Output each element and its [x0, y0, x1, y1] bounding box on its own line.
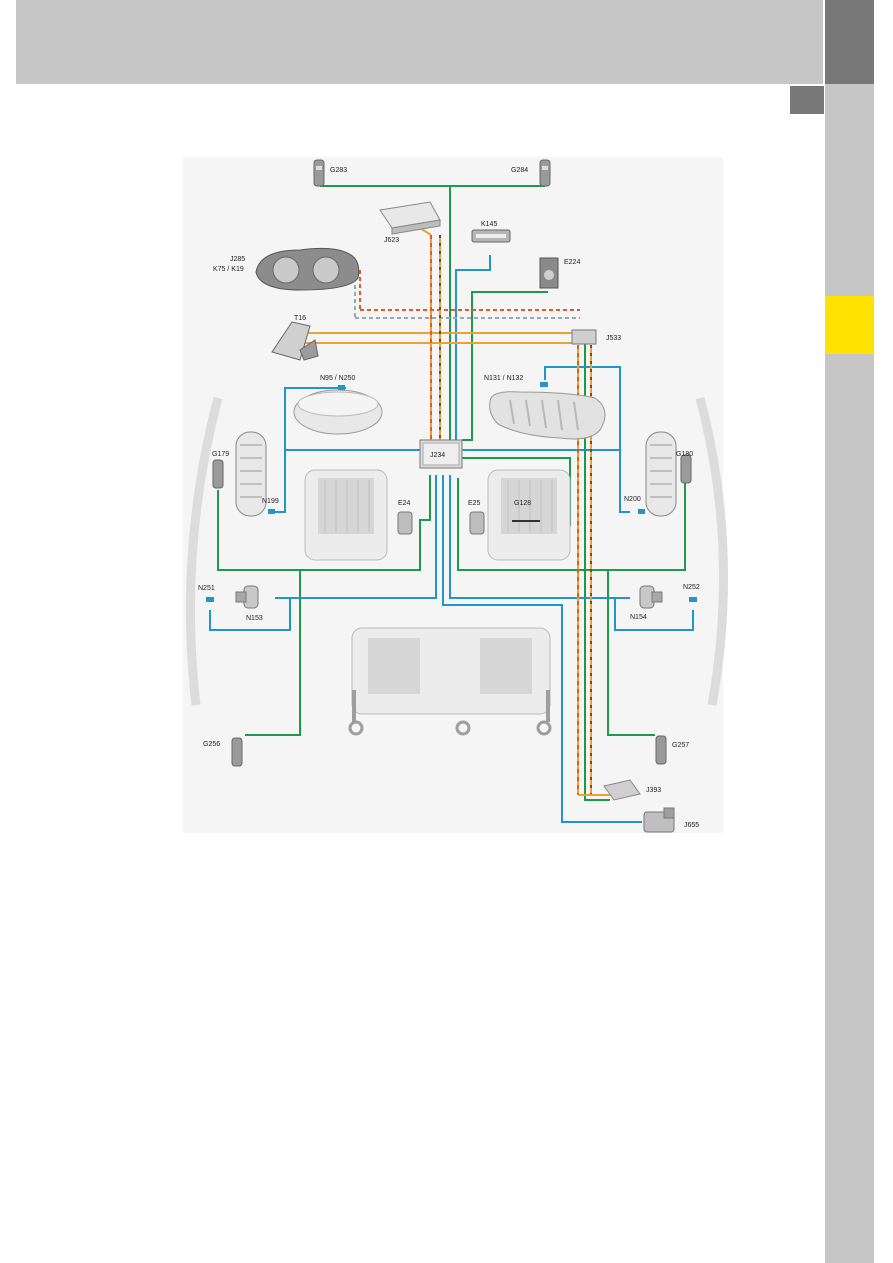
control-unit-j393-icon	[603, 779, 641, 801]
label-n131-n132: N131 / N132	[484, 375, 523, 382]
label-g179: G179	[212, 451, 229, 458]
side-strip	[825, 84, 874, 1263]
label-k145: K145	[481, 221, 497, 228]
label-g284: G284	[511, 167, 528, 174]
label-g256: G256	[203, 741, 220, 748]
rear-seat-bench-icon	[348, 627, 552, 736]
belt-switch-e24-icon	[397, 511, 413, 535]
label-n153: N153	[246, 615, 263, 622]
battery-cutoff-j655-icon	[643, 807, 675, 833]
front-seat-left-icon	[304, 469, 388, 561]
header-bar	[16, 0, 823, 84]
diagnosis-connector-t16-icon	[271, 321, 319, 361]
igniter-connectors	[206, 382, 697, 602]
driver-airbag-n95-icon	[293, 389, 383, 435]
label-e25: E25	[468, 500, 481, 507]
label-n251: N251	[198, 585, 215, 592]
belt-tensioner-n153-icon	[235, 585, 259, 609]
label-t16: T16	[294, 315, 306, 322]
label-n154: N154	[630, 614, 647, 621]
label-e24: E24	[398, 500, 411, 507]
control-unit-j623-icon	[379, 201, 441, 235]
belt-tensioner-n154-icon	[639, 585, 663, 609]
label-g283: G283	[330, 167, 347, 174]
sensor-g179-icon	[212, 459, 224, 489]
label-e224: E224	[564, 259, 580, 266]
belt-switch-e25-icon	[469, 511, 485, 535]
sensor-g257-icon	[655, 735, 667, 765]
label-j393: J393	[646, 787, 661, 794]
label-j623: J623	[384, 237, 399, 244]
wires-blue	[209, 255, 694, 823]
sensor-g284-icon	[539, 159, 551, 187]
sensor-g256-icon	[231, 737, 243, 767]
page-marker	[790, 86, 824, 114]
label-j533: J533	[606, 335, 621, 342]
label-g128: G128	[514, 500, 531, 507]
section-tab-yellow[interactable]	[825, 296, 874, 354]
label-n252: N252	[683, 584, 700, 591]
sensor-g180-icon	[680, 454, 692, 484]
label-j285: J285	[230, 256, 245, 263]
airbag-control-unit-j234-icon	[419, 439, 463, 469]
passenger-airbag-n131-icon	[489, 391, 606, 440]
front-seat-right-icon	[487, 469, 571, 561]
label-n95-n250: N95 / N250	[320, 375, 356, 382]
indicator-k145-icon	[471, 229, 511, 243]
side-airbag-left-icon	[235, 431, 267, 517]
body-outline-right	[695, 396, 728, 706]
wires-green	[217, 185, 686, 801]
label-j655: J655	[684, 822, 699, 829]
label-k75-k19: K75 / K19	[213, 266, 244, 273]
instrument-cluster-j285-icon	[255, 247, 360, 291]
chapter-tab-dark	[825, 0, 874, 84]
side-airbag-right-icon	[645, 431, 677, 517]
label-n200: N200	[624, 496, 641, 503]
switch-e224-icon	[539, 257, 559, 289]
gateway-j533-icon	[571, 329, 597, 345]
label-j234: J234	[430, 452, 445, 459]
label-g180: G180	[676, 451, 693, 458]
label-g257: G257	[672, 742, 689, 749]
sensor-g283-icon	[313, 159, 325, 187]
body-outline-left	[185, 396, 223, 706]
label-n199: N199	[262, 498, 279, 505]
